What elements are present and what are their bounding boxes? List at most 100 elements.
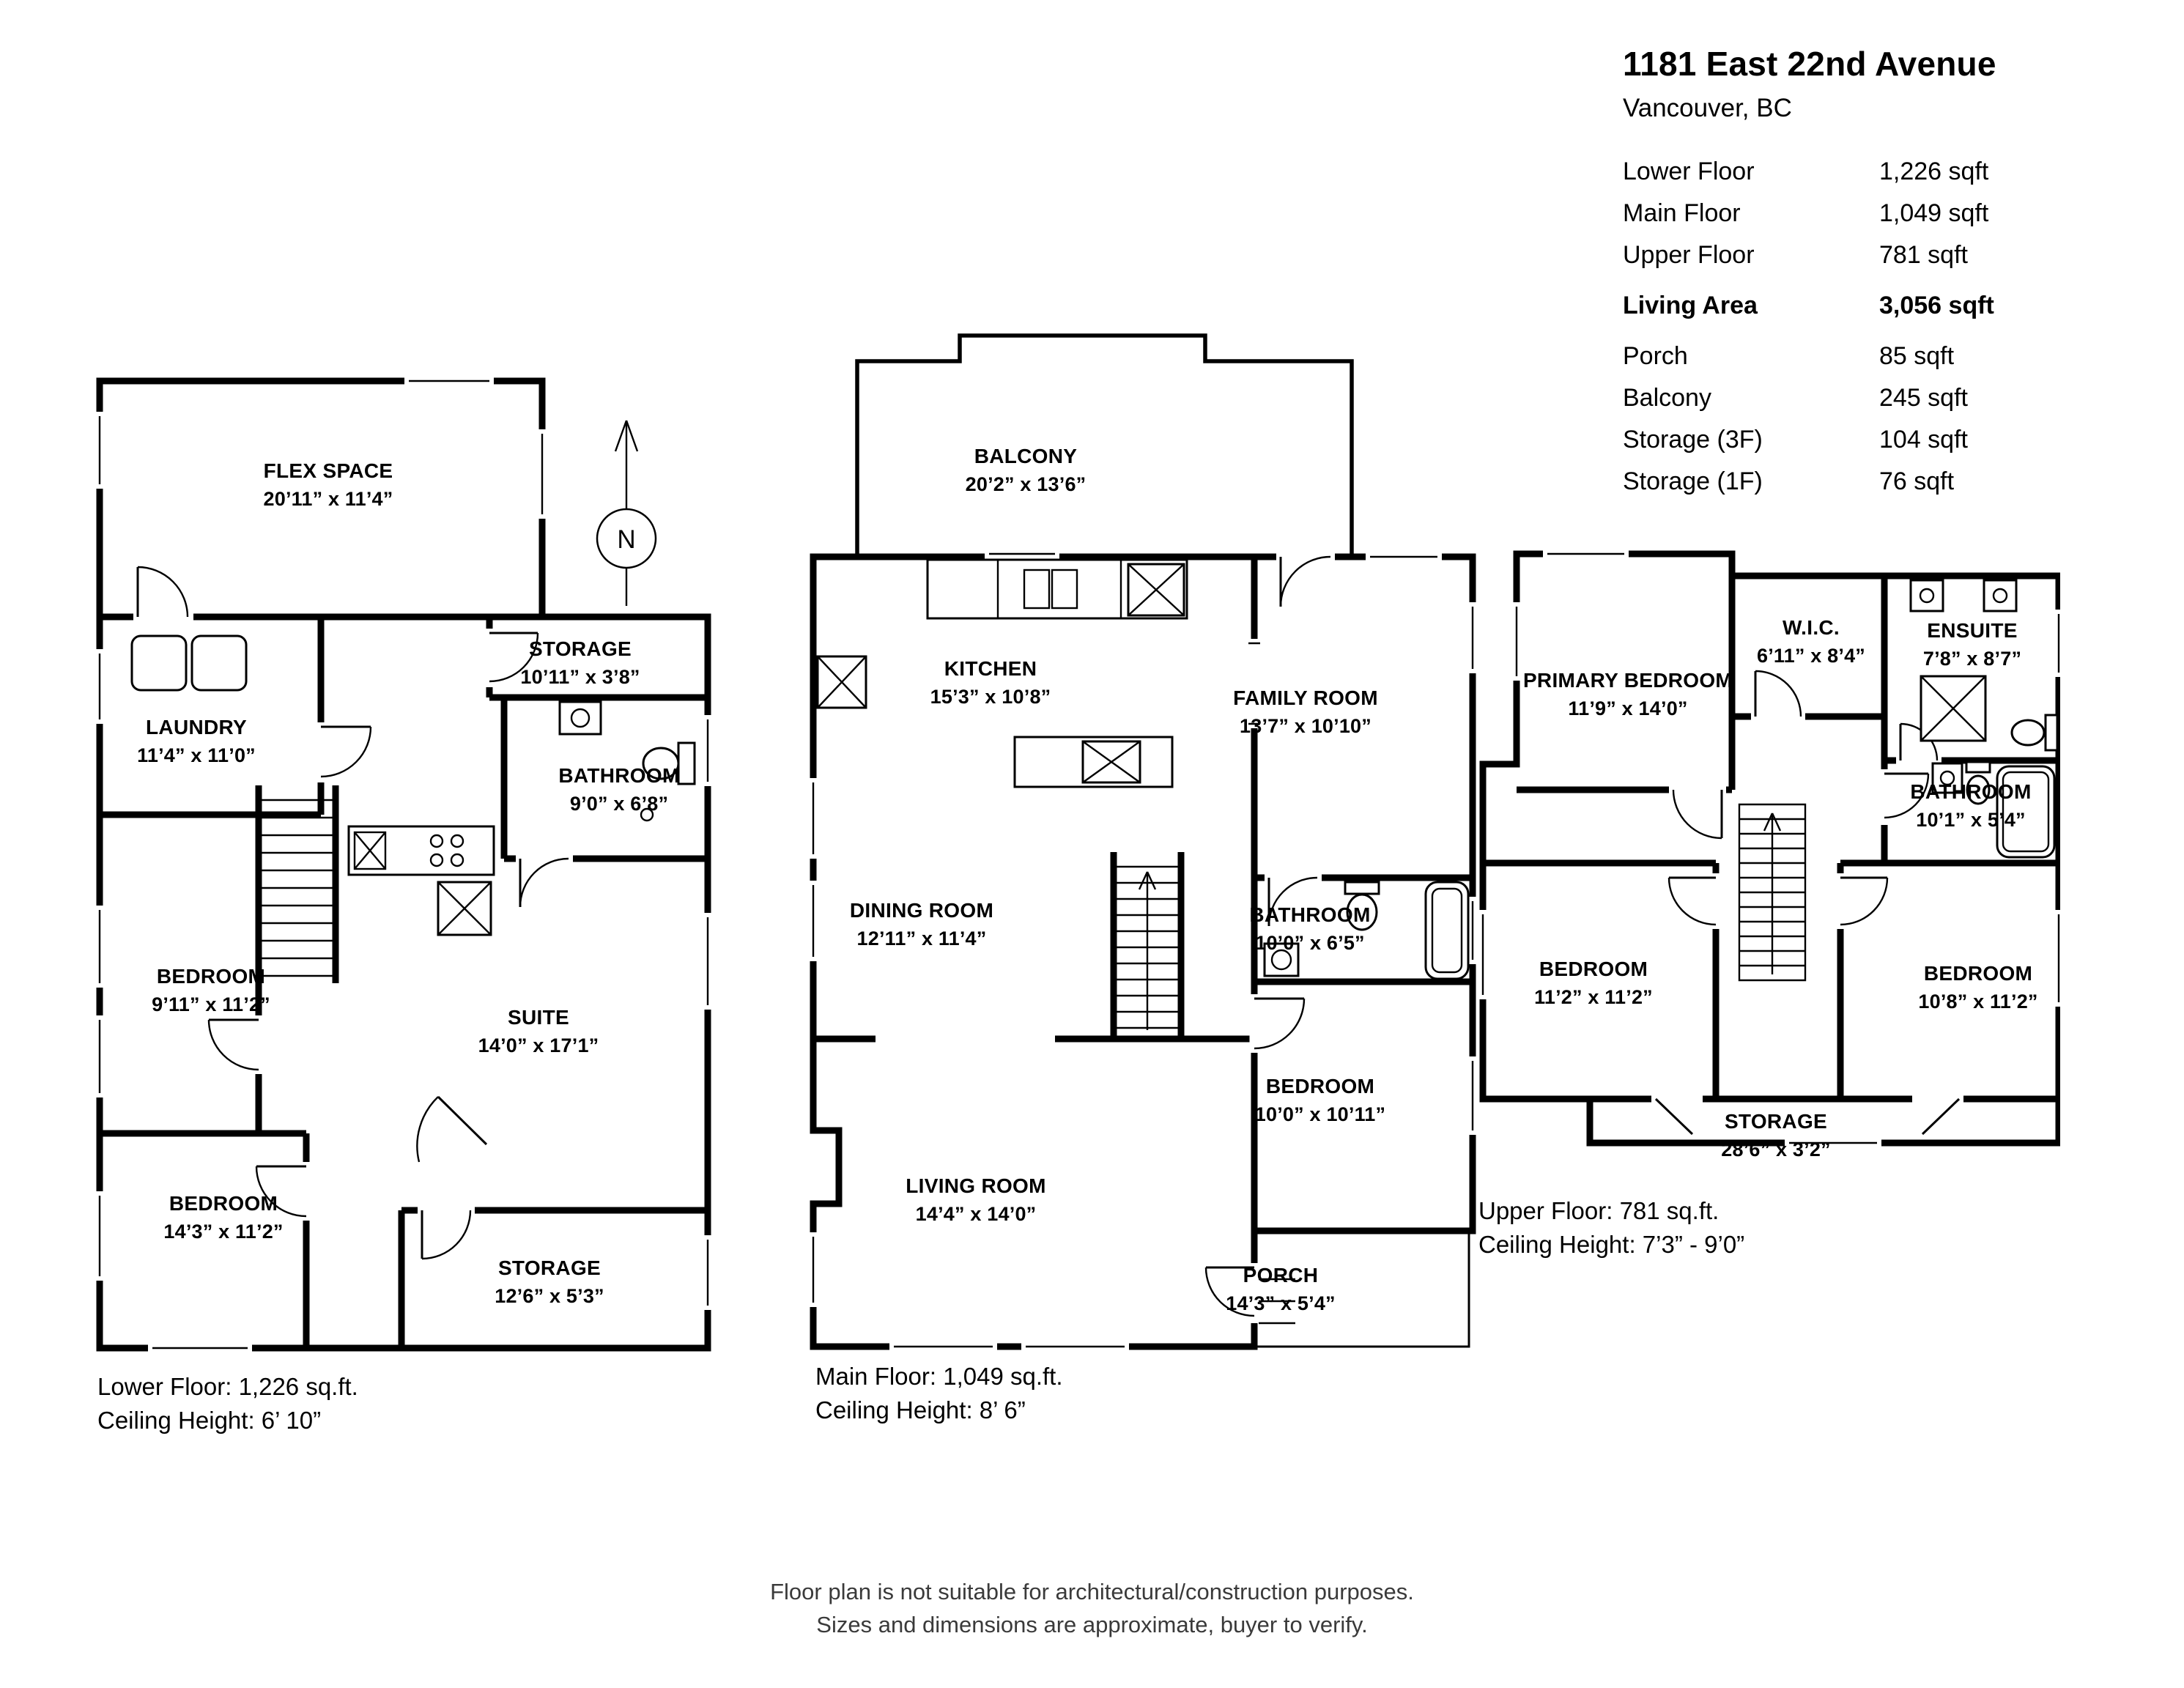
room-label-upper-bedroom-1: BEDROOM 11’2” x 11’2” — [1534, 955, 1653, 1011]
lower-floor-caption: Lower Floor: 1,226 sq.ft. Ceiling Height… — [97, 1370, 358, 1437]
caption-line-1: Upper Floor: 781 sq.ft. — [1478, 1197, 1720, 1224]
upper-floor-caption: Upper Floor: 781 sq.ft. Ceiling Height: … — [1478, 1194, 1744, 1262]
main-fixtures-group — [816, 558, 1470, 980]
area-label: Balcony — [1623, 384, 1711, 412]
room-dims: 9’11” x 11’2” — [152, 993, 270, 1015]
room-label-lower-bedroom-2: BEDROOM 14’3” x 11’2” — [163, 1190, 283, 1245]
room-name: BEDROOM — [1265, 1075, 1375, 1098]
room-dims: 14’3” x 11’2” — [163, 1220, 284, 1243]
room-dims: 10’1” x 5’4” — [1916, 808, 2026, 831]
main-floor-caption: Main Floor: 1,049 sq.ft. Ceiling Height:… — [815, 1360, 1063, 1427]
room-dims: 11’2” x 11’2” — [1534, 985, 1653, 1008]
room-dims: 15’3” x 10’8” — [930, 685, 1051, 708]
room-label-balcony: BALCONY 20’2” x 13’6” — [966, 443, 1087, 498]
area-label: Porch — [1623, 342, 1688, 370]
toilet-icon — [642, 747, 680, 780]
room-dims: 10’0” x 10’11” — [1254, 1103, 1386, 1125]
room-name: KITCHEN — [944, 657, 1037, 681]
area-row-living-area: Living Area 3,056 sqft — [1623, 285, 2092, 327]
suite-stove-icon — [429, 834, 464, 867]
ensuite-toilet-icon — [2010, 719, 2046, 747]
room-label-dining-room: DINING ROOM 12’11” x 11’4” — [850, 897, 993, 952]
area-label: Upper Floor — [1623, 241, 1755, 269]
room-name: PRIMARY BEDROOM — [1522, 669, 1733, 692]
area-value: 3,056 sqft — [1879, 292, 1994, 319]
room-name: LAUNDRY — [146, 716, 247, 739]
header: 1181 East 22nd Avenue Vancouver, BC Lowe… — [1623, 44, 2092, 503]
toilet-tank-icon — [677, 741, 696, 785]
bathroom-sink-icon — [1931, 762, 1963, 794]
room-label-lower-bedroom-1: BEDROOM 9’11” x 11’2” — [152, 963, 270, 1018]
room-label-main-bathroom: BATHROOM 10’0” x 6’5” — [1249, 901, 1370, 957]
room-dims: 13’7” x 10’10” — [1240, 714, 1372, 737]
main-windows-group — [808, 552, 1478, 1352]
room-label-porch: PORCH 14’3” x 5’4” — [1226, 1262, 1336, 1317]
room-name: STORAGE — [1724, 1110, 1828, 1133]
disclaimer-line-2: Sizes and dimensions are approximate, bu… — [816, 1612, 1368, 1637]
room-dims: 11’9” x 14’0” — [1568, 697, 1688, 719]
area-value: 1,049 sqft — [1879, 199, 1989, 227]
toilet-icon — [1346, 893, 1378, 931]
room-dims: 7’8” x 8’7” — [1922, 647, 2022, 670]
room-label-kitchen: KITCHEN 15’3” x 10’8” — [930, 655, 1051, 711]
room-label-family-room: FAMILY ROOM 13’7” x 10’10” — [1233, 684, 1378, 740]
tub-icon — [1996, 765, 2056, 859]
north-compass: N — [596, 420, 657, 606]
room-label-flex-space: FLEX SPACE 20’11” x 11’4” — [264, 457, 393, 513]
room-name: BEDROOM — [156, 965, 266, 988]
stairs-arrow-icon — [1138, 871, 1157, 1030]
bathroom-toilet-icon — [1966, 774, 1991, 805]
room-dims: 20’2” x 13’6” — [965, 473, 1087, 495]
room-name: BEDROOM — [1923, 962, 2033, 985]
dryer-icon — [190, 634, 248, 692]
bathroom-toilet-tank-icon — [1965, 760, 1991, 774]
area-row-storage-3f: Storage (3F) 104 sqft — [1623, 419, 2092, 461]
room-label-storage-3f: STORAGE 10’11” x 3’8” — [520, 635, 640, 691]
area-label: Storage (1F) — [1623, 467, 1763, 495]
area-row-lower-floor: Lower Floor 1,226 sqft — [1623, 151, 2092, 193]
lower-doors-group — [133, 566, 573, 1260]
room-name: BATHROOM — [1249, 903, 1371, 927]
room-label-laundry: LAUNDRY 11’4” x 11’0” — [137, 714, 256, 769]
room-label-upper-bathroom: BATHROOM 10’1” x 5’4” — [1910, 778, 2031, 834]
room-dims: 10’8” x 11’2” — [1918, 990, 2038, 1013]
upper-floor-plan — [1478, 549, 2060, 1148]
room-dims: 14’3” x 5’4” — [1226, 1292, 1336, 1314]
main-floor-plan — [808, 333, 1478, 1352]
caption-line-1: Lower Floor: 1,226 sq.ft. — [97, 1373, 358, 1400]
room-dims: 6’11” x 8’4” — [1756, 644, 1866, 667]
room-name: W.I.C. — [1782, 616, 1840, 640]
room-label-upper-storage: STORAGE 28’6” x 3’2” — [1721, 1108, 1831, 1163]
area-value: 76 sqft — [1879, 467, 1955, 495]
area-row-porch: Porch 85 sqft — [1623, 336, 2092, 377]
north-arrow-icon — [614, 420, 639, 452]
disclaimer-line-1: Floor plan is not suitable for architect… — [770, 1579, 1414, 1604]
suite-sink-icon — [353, 831, 387, 870]
area-label: Living Area — [1623, 292, 1758, 319]
area-value: 245 sqft — [1879, 384, 1968, 412]
room-name: SUITE — [508, 1006, 569, 1029]
room-name: PORCH — [1243, 1264, 1319, 1287]
room-label-upper-bedroom-2: BEDROOM 10’8” x 11’2” — [1918, 960, 2037, 1015]
ensuite-sink-icon — [1909, 579, 1944, 612]
room-label-primary-bedroom: PRIMARY BEDROOM 11’9” x 14’0” — [1523, 667, 1733, 722]
stairs-arrow-icon — [1763, 812, 1782, 974]
suite-counter — [347, 825, 495, 876]
washer-icon — [130, 634, 188, 692]
ensuite-toilet-tank-icon — [2044, 714, 2059, 752]
area-row-storage-1f: Storage (1F) 76 sqft — [1623, 461, 2092, 503]
room-name: ENSUITE — [1927, 619, 2018, 643]
kitchen-sink-icon — [1023, 569, 1051, 610]
drain-icon — [640, 807, 654, 822]
room-name: FAMILY ROOM — [1233, 686, 1378, 710]
caption-line-2: Ceiling Height: 6’ 10” — [97, 1407, 322, 1434]
area-label: Lower Floor — [1623, 158, 1755, 185]
main-openings-group — [985, 552, 1335, 1323]
tub-icon — [1424, 881, 1470, 980]
room-dims: 9’0” x 6’8” — [569, 792, 669, 815]
page-subtitle: Vancouver, BC — [1623, 94, 1792, 122]
area-label: Storage (3F) — [1623, 426, 1763, 454]
room-name: BATHROOM — [558, 764, 680, 788]
caption-line-1: Main Floor: 1,049 sq.ft. — [815, 1363, 1063, 1390]
